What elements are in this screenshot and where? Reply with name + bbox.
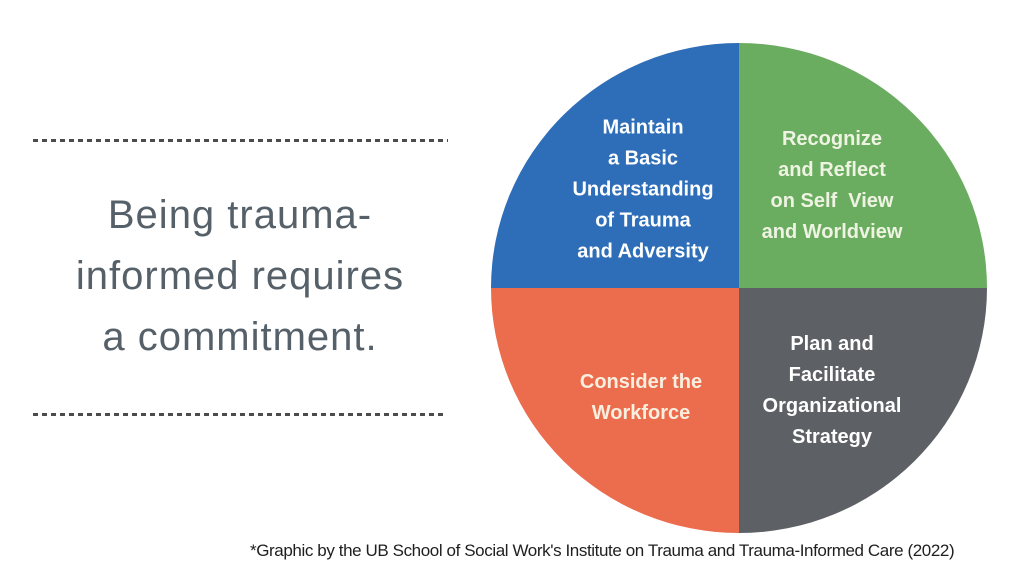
page-title: Being trauma- informed requires a commit… <box>75 193 405 359</box>
attribution-caption: *Graphic by the UB School of Social Work… <box>250 541 955 560</box>
quadrant-top-left-label: Maintain a Basic Understanding of Trauma… <box>572 116 714 263</box>
quadrant-bottom-right-label: Plan and Facilitate Organizational Strat… <box>762 333 902 448</box>
quadrant-bottom-left-label: Consider the Workforce <box>579 371 703 424</box>
quadrant-top-right-shape <box>739 43 987 288</box>
dashed-divider-bottom <box>33 413 446 416</box>
quadrant-circle-diagram: Maintain a Basic Understanding of Trauma… <box>491 43 987 533</box>
dashed-divider-top <box>33 139 448 142</box>
quadrant-top-right-label: Recognize and Reflect on Self View and W… <box>761 128 903 243</box>
quadrant-bottom-right-shape <box>739 288 987 533</box>
quadrant-top-left-shape <box>491 43 739 288</box>
quadrant-bottom-left-shape <box>491 288 739 533</box>
